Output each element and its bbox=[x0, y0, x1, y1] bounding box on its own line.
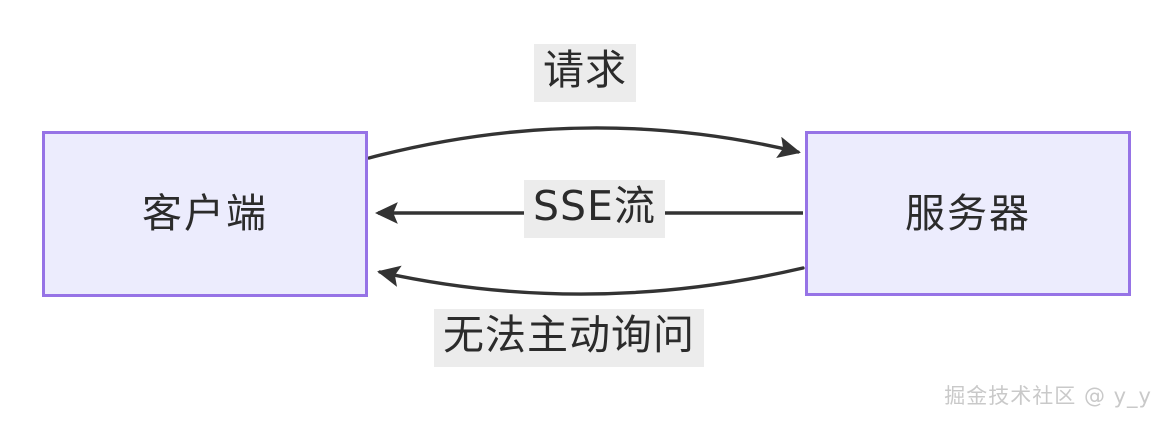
edge-label-no-active-poll: 无法主动询问 bbox=[434, 309, 704, 367]
edge-label-sse-stream: SSE流 bbox=[524, 180, 665, 238]
watermark-text: 掘金技术社区 @ y_y bbox=[944, 384, 1152, 408]
node-client-label: 客户端 bbox=[142, 191, 268, 237]
edge-label-request: 请求 bbox=[534, 44, 636, 102]
edge-no-active-poll-arrow bbox=[377, 265, 805, 296]
node-server-label: 服务器 bbox=[905, 190, 1031, 237]
node-server[interactable]: 服务器 bbox=[805, 131, 1131, 296]
node-client[interactable]: 客户端 bbox=[42, 131, 368, 297]
edge-request-arrow bbox=[367, 126, 801, 160]
